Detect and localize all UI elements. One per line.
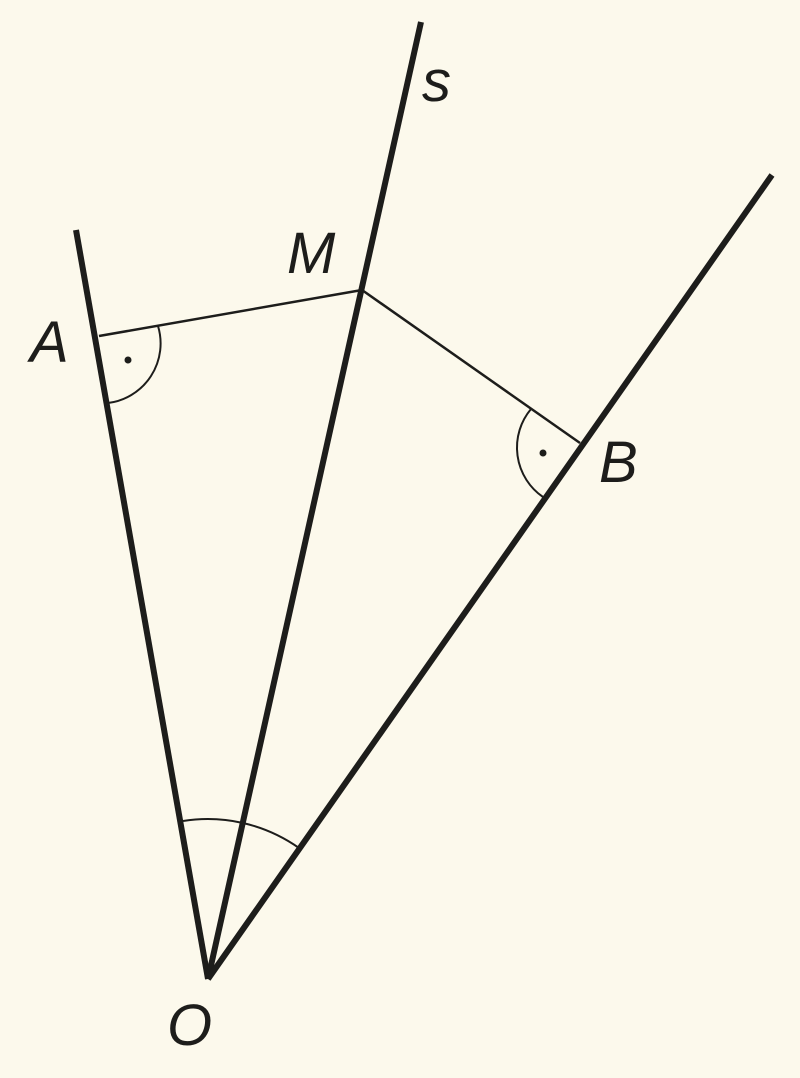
segment-mb (361, 288, 581, 445)
angle-arc-aom (182, 818, 244, 824)
angle-arc-mob (242, 822, 300, 849)
right-angle-mark-b (516, 408, 544, 498)
label-s: s (422, 49, 451, 114)
right-angle-mark-a (107, 325, 162, 404)
right-angle-dot-b (539, 449, 547, 457)
label-o: O (167, 993, 212, 1058)
segment-ma (98, 288, 363, 338)
label-m: M (287, 221, 336, 286)
label-a: A (27, 310, 69, 375)
right-angle-dot-a (124, 356, 132, 364)
ray-ob (205, 173, 775, 981)
ray-oa (73, 229, 211, 980)
bisector-s (205, 21, 424, 980)
label-b: B (599, 430, 638, 495)
